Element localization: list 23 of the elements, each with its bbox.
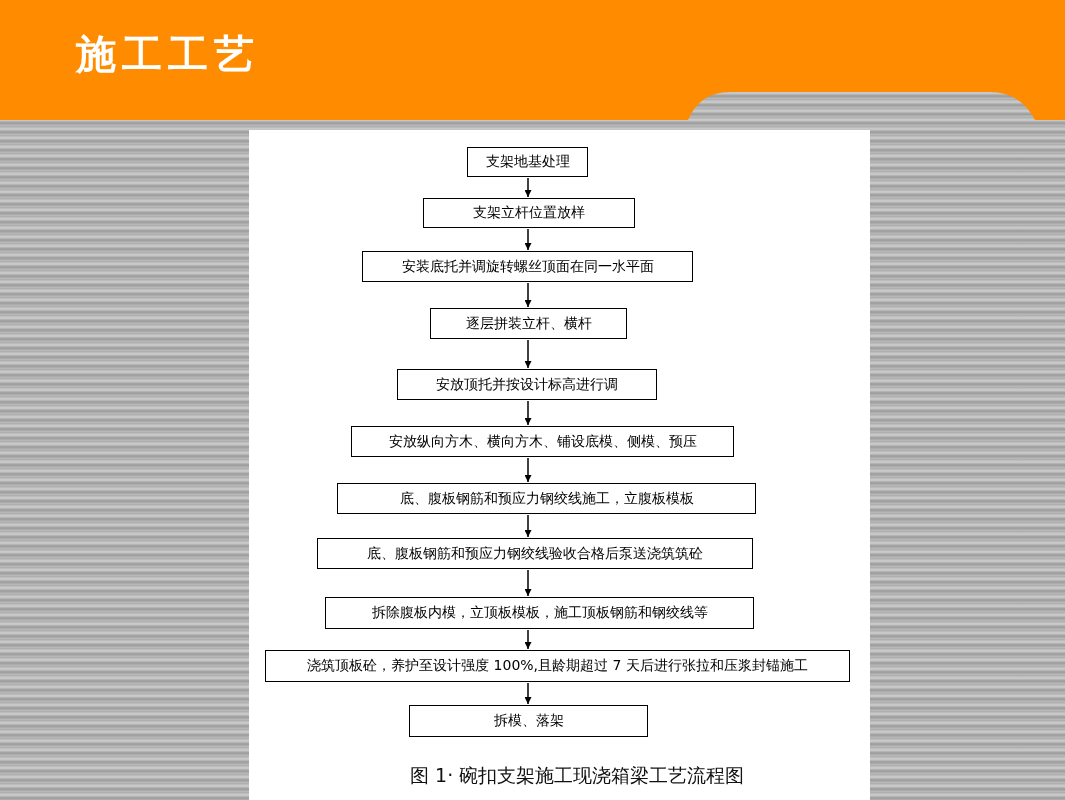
process-box: 浇筑顶板砼，养护至设计强度 100%,且龄期超过 7 天后进行张拉和压浆封锚施工 [265,650,850,682]
arrow [524,457,532,483]
process-box: 逐层拼装立杆、横杆 [430,308,627,339]
arrow [524,177,532,198]
arrow [524,682,532,705]
process-box: 安放顶托并按设计标高进行调 [397,369,657,400]
arrow [524,228,532,251]
process-box: 底、腹板钢筋和预应力钢绞线验收合格后泵送浇筑筑砼 [317,538,753,569]
process-box: 拆模、落架 [409,705,648,737]
process-box: 底、腹板钢筋和预应力钢绞线施工，立腹板模板 [337,483,756,514]
figure-caption: 图 1· 碗扣支架施工现浇箱梁工艺流程图 [410,763,746,788]
process-box: 安装底托并调旋转螺丝顶面在同一水平面 [362,251,693,282]
arrow [524,339,532,369]
arrow [524,514,532,538]
slide-title: 施工工艺 [76,30,260,79]
arrow [524,629,532,650]
process-box: 拆除腹板内模，立顶板模板，施工顶板钢筋和钢绞线等 [325,597,754,629]
process-box: 支架地基处理 [467,147,588,177]
arrow [524,400,532,426]
arrow [524,569,532,597]
arrow [524,282,532,308]
process-box: 支架立杆位置放样 [423,198,635,228]
process-box: 安放纵向方木、横向方木、铺设底模、侧模、预压 [351,426,734,457]
